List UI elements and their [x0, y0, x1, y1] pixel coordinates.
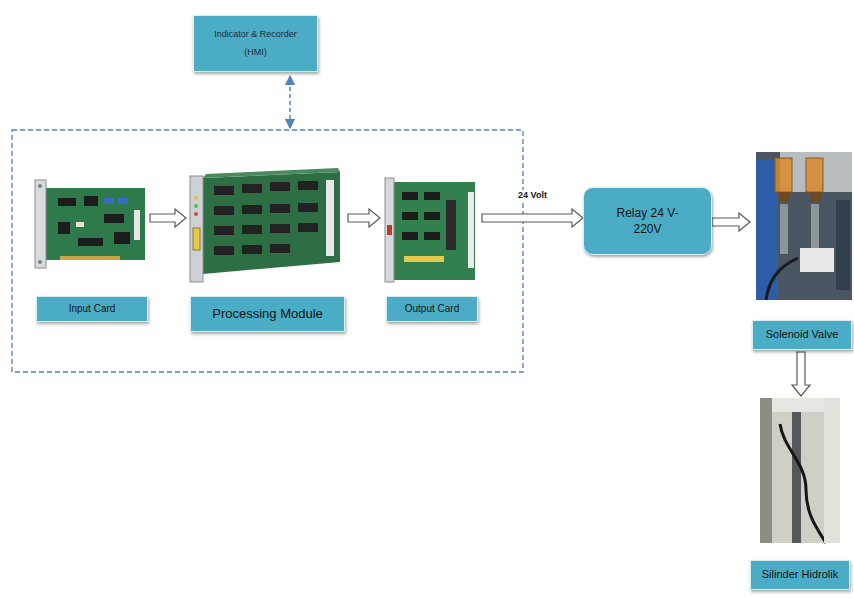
component	[118, 198, 128, 204]
block-arrow	[348, 209, 380, 227]
led	[387, 225, 392, 235]
terminal	[809, 192, 821, 202]
chip	[298, 181, 318, 190]
solenoid-valve-picture	[756, 152, 852, 300]
chip	[270, 204, 290, 213]
chip	[424, 192, 440, 200]
relay-box: Relay 24 V-220V	[583, 187, 712, 255]
faceplate	[385, 178, 394, 282]
wall	[824, 398, 840, 543]
switch	[193, 228, 200, 250]
bracket	[772, 398, 832, 412]
solenoid-coil	[806, 158, 823, 192]
chip	[424, 232, 440, 240]
frame	[836, 200, 850, 290]
picture-node: Silinder Hidrolik	[750, 396, 852, 592]
chip	[58, 198, 76, 206]
faceplate	[35, 180, 46, 268]
valve-body	[811, 204, 819, 248]
pcb-board-edge	[203, 168, 340, 178]
cable	[766, 258, 798, 300]
screw-hole	[38, 184, 42, 188]
node-label: Solenoid Valve	[766, 328, 839, 342]
chip	[446, 200, 456, 250]
label-box: Solenoid Valve	[752, 320, 852, 350]
chip	[424, 212, 440, 220]
component	[76, 222, 84, 227]
chip	[298, 203, 318, 212]
pcb-board	[45, 188, 145, 260]
chip	[214, 226, 234, 235]
node-label: Silinder Hidrolik	[762, 568, 838, 582]
led	[194, 196, 198, 200]
chip	[242, 225, 262, 234]
node-label: Output Card	[405, 303, 459, 316]
pcb-board	[394, 182, 475, 280]
chip	[58, 222, 70, 234]
chip	[84, 196, 98, 206]
hmi-box: Indicator & Recorder (HMI)	[193, 15, 318, 72]
card-node: Processing Module	[186, 170, 348, 334]
output-card-picture	[385, 178, 475, 282]
block-arrow	[150, 209, 186, 227]
led	[194, 204, 198, 208]
chip	[270, 182, 290, 191]
node-label: Processing Module	[212, 306, 323, 322]
chip	[242, 245, 262, 254]
label-box: Processing Module	[190, 296, 345, 332]
chip	[214, 186, 234, 195]
label-box: Input Card	[36, 296, 148, 322]
chip	[270, 244, 290, 253]
photo-ground	[760, 398, 840, 543]
label-box: Silinder Hidrolik	[750, 560, 850, 590]
connector	[134, 210, 140, 240]
chip	[402, 232, 418, 240]
faceplate	[190, 176, 203, 282]
screw-hole	[38, 260, 42, 264]
cylinder-rod	[792, 412, 801, 543]
component	[104, 198, 114, 204]
chip	[242, 205, 262, 214]
card-node: Input Card	[34, 175, 150, 325]
edge-connector	[60, 256, 120, 260]
chip	[402, 192, 418, 200]
card-node: Output Card	[380, 176, 482, 324]
hose	[780, 424, 826, 543]
chip	[298, 223, 318, 232]
processing-module-picture	[190, 168, 340, 282]
pcb-board	[203, 172, 340, 274]
chip	[270, 224, 290, 233]
system-enclosure	[12, 130, 523, 372]
solenoid-coil	[775, 158, 792, 192]
node-label: Relay 24 V-220V	[612, 205, 684, 237]
chip	[402, 212, 418, 220]
connector	[468, 192, 474, 268]
valve-body	[780, 204, 788, 254]
edge-label: 24 Volt	[516, 190, 549, 200]
terminal	[778, 192, 790, 202]
connector	[326, 180, 334, 256]
node-label: Indicator & Recorder (HMI)	[206, 26, 306, 60]
chip	[242, 184, 262, 193]
chip	[114, 232, 130, 244]
hydraulic-cylinder-picture	[760, 398, 840, 543]
chip	[78, 238, 103, 246]
manifold	[800, 248, 834, 272]
component	[404, 256, 444, 262]
block-arrow	[712, 213, 750, 231]
input-card-picture	[35, 180, 145, 268]
led	[194, 212, 198, 216]
picture-node: Solenoid Valve	[750, 150, 852, 352]
label-box: Output Card	[386, 296, 478, 322]
block-arrow	[482, 209, 583, 227]
chip	[104, 214, 124, 223]
block-arrow	[792, 352, 810, 396]
photo-ground	[756, 152, 852, 300]
chip	[214, 206, 234, 215]
node-label: Input Card	[69, 303, 116, 316]
hmi-link	[289, 80, 291, 124]
frame	[760, 398, 772, 543]
chip	[214, 246, 234, 255]
